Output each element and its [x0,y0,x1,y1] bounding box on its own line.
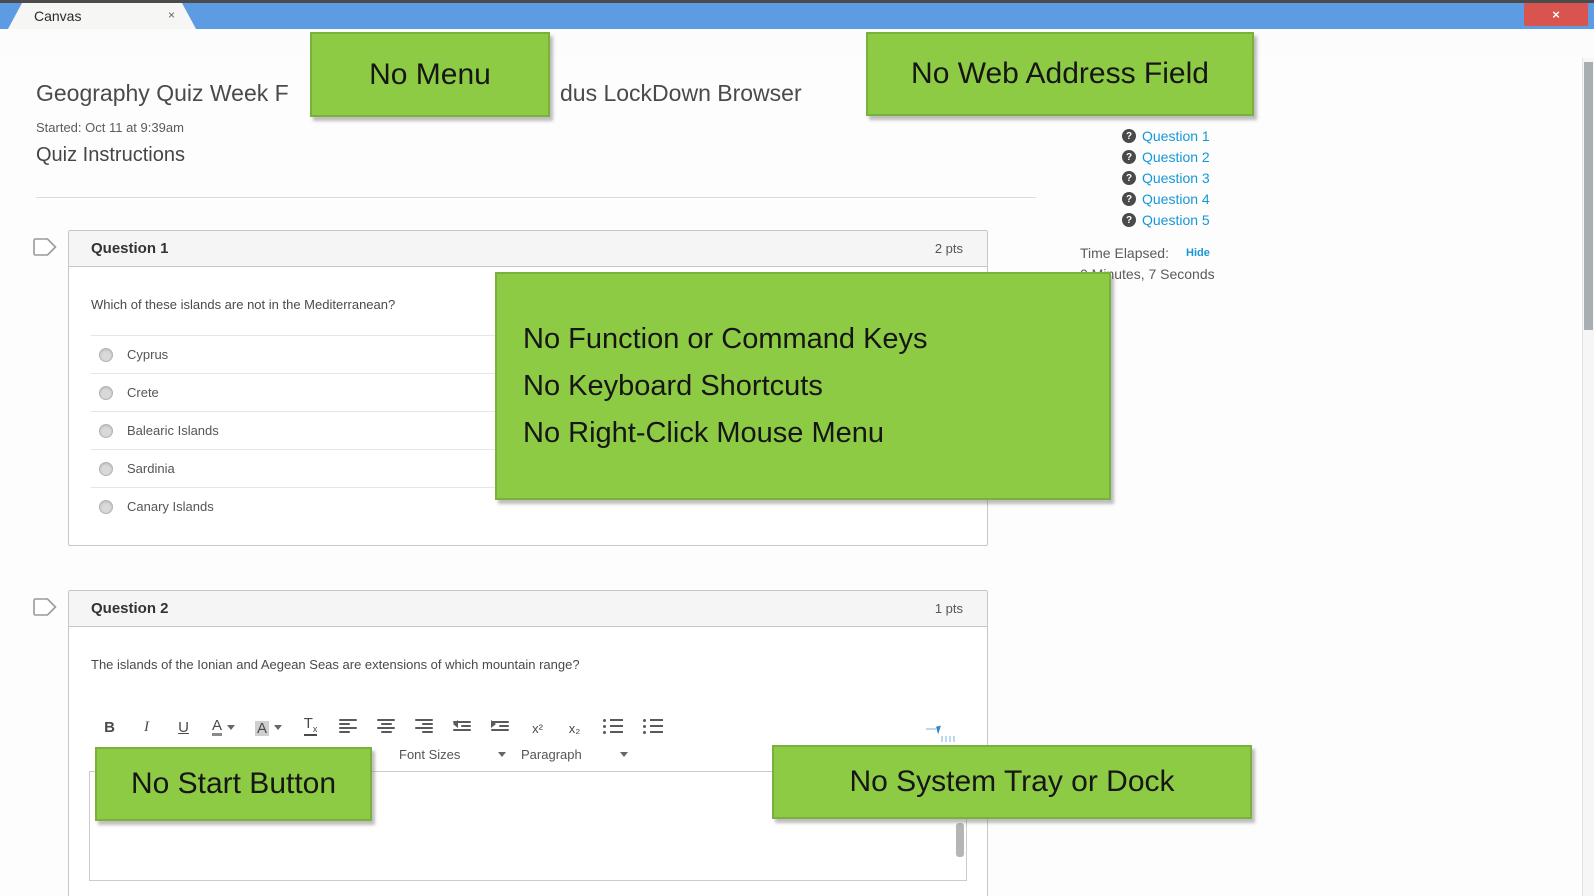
annotation-text: No System Tray or Dock [849,765,1175,798]
question-2-header: Question 2 1 pts [69,591,987,627]
align-center-button[interactable] [377,716,396,736]
annotation-text: No Start Button [130,767,337,800]
option-label[interactable]: Canary Islands [127,499,214,514]
page-scrollbar-thumb[interactable] [1584,62,1593,330]
question-link-label[interactable]: Question 5 [1142,212,1210,228]
option-label[interactable]: Sardinia [127,461,175,476]
sidebar-item-question-1[interactable]: ? Question 1 [1122,128,1210,144]
sidebar-item-question-5[interactable]: ? Question 5 [1122,212,1210,228]
superscript-button[interactable]: x² [532,721,543,736]
textarea-scrollbar-thumb[interactable] [956,823,964,857]
bold-button[interactable]: B [104,719,115,736]
question-link-label[interactable]: Question 2 [1142,149,1210,165]
subscript-button[interactable]: x₂ [568,721,581,736]
quiz-title-right: dus LockDown Browser [560,80,802,106]
italic-button[interactable]: I [144,719,149,735]
tab-close-icon[interactable]: × [168,8,176,22]
browser-tab-canvas[interactable]: Canvas × [8,3,196,29]
sidebar-item-question-4[interactable]: ? Question 4 [1122,191,1210,207]
clear-formatting-button[interactable]: Tx [302,715,319,736]
chevron-down-icon [619,752,628,757]
annotation-text: No Web Address Field [911,57,1209,90]
outdent-button[interactable] [453,716,472,736]
keyboard-cursor-arrow [936,725,943,735]
question-1-title: Question 1 [91,240,169,257]
align-right-button[interactable] [415,716,434,736]
divider [36,197,1036,198]
annotation-text-line: No Keyboard Shortcuts [523,369,823,402]
bg-color-letter: A [255,720,270,737]
question-2-points: 1 pts [934,601,963,616]
title-bar [0,0,1594,29]
indent-button[interactable] [491,716,510,736]
annotation-no-menu: No Menu [310,32,550,117]
close-icon: × [1552,7,1560,22]
question-help-icon: ? [1122,213,1136,227]
tab-title: Canvas [34,8,82,24]
time-elapsed-value: 0 Minutes, 7 Seconds [1080,266,1215,282]
question-1-header: Question 1 2 pts [69,231,987,267]
paragraph-dropdown[interactable]: Paragraph [521,747,628,762]
annotation-text: No Menu [369,57,491,91]
question-help-icon: ? [1122,171,1136,185]
quiz-title-left: Geography Quiz Week F [36,80,289,106]
browser-toolbar [0,29,1594,58]
option-label[interactable]: Crete [127,385,159,400]
sidebar-item-question-3[interactable]: ? Question 3 [1122,170,1210,186]
question-1-points: 2 pts [934,241,963,256]
rte-toolbar-row-1: B I U A A Tx [101,715,664,737]
question-link-label[interactable]: Question 4 [1142,191,1210,207]
annotation-no-keys: No Function or Command Keys No Keyboard … [495,272,1111,500]
quiz-started-timestamp: Started: Oct 11 at 9:39am [36,120,184,135]
flag-question-icon[interactable] [33,597,58,617]
chevron-down-icon[interactable] [274,725,283,730]
align-left-button[interactable] [339,716,358,736]
question-2-title: Question 2 [91,600,169,617]
clear-formatting-t: T [303,715,313,732]
annotation-no-start-button: No Start Button [95,747,372,821]
radio-button[interactable] [99,385,113,400]
time-elapsed-label: Time Elapsed: [1080,245,1169,261]
window-close-button[interactable]: × [1524,3,1588,26]
clear-formatting-x: x [312,724,318,734]
question-help-icon: ? [1122,192,1136,206]
background-color-button[interactable]: A [255,716,283,737]
hide-timer-link[interactable]: Hide [1186,247,1210,259]
paragraph-label: Paragraph [521,747,582,762]
annotation-text-line: No Right-Click Mouse Menu [523,416,885,449]
chevron-down-icon [498,752,507,757]
question-1-text: Which of these islands are not in the Me… [91,297,396,312]
annotation-no-system-tray: No System Tray or Dock [772,745,1252,819]
font-sizes-label: Font Sizes [399,747,461,762]
text-color-button[interactable]: A [212,716,236,736]
radio-button[interactable] [99,347,113,362]
option-label[interactable]: Balearic Islands [127,423,219,438]
annotation-no-web-address-field: No Web Address Field [866,32,1254,116]
quiz-instructions-heading: Quiz Instructions [36,144,185,166]
chevron-down-icon[interactable] [227,725,236,730]
font-sizes-dropdown[interactable]: Font Sizes [399,747,507,762]
question-2-card: Question 2 1 pts The islands of the Ioni… [68,590,988,896]
radio-button[interactable] [99,499,113,514]
question-link-label[interactable]: Question 3 [1142,170,1210,186]
text-color-letter: A [212,717,223,736]
sidebar-item-question-2[interactable]: ? Question 2 [1122,149,1210,165]
option-label[interactable]: Cyprus [127,347,169,362]
question-link-label[interactable]: Question 1 [1142,128,1210,144]
radio-button[interactable] [99,423,113,438]
bullet-list-button[interactable] [603,716,624,736]
question-help-icon: ? [1122,150,1136,164]
flag-question-icon[interactable] [33,237,58,257]
question-2-text: The islands of the Ionian and Aegean Sea… [91,657,580,672]
underline-button[interactable]: U [178,719,189,736]
annotation-text-line: No Function or Command Keys [523,322,928,355]
radio-button[interactable] [99,461,113,476]
question-help-icon: ? [1122,129,1136,143]
numbered-list-button[interactable] [643,716,664,736]
